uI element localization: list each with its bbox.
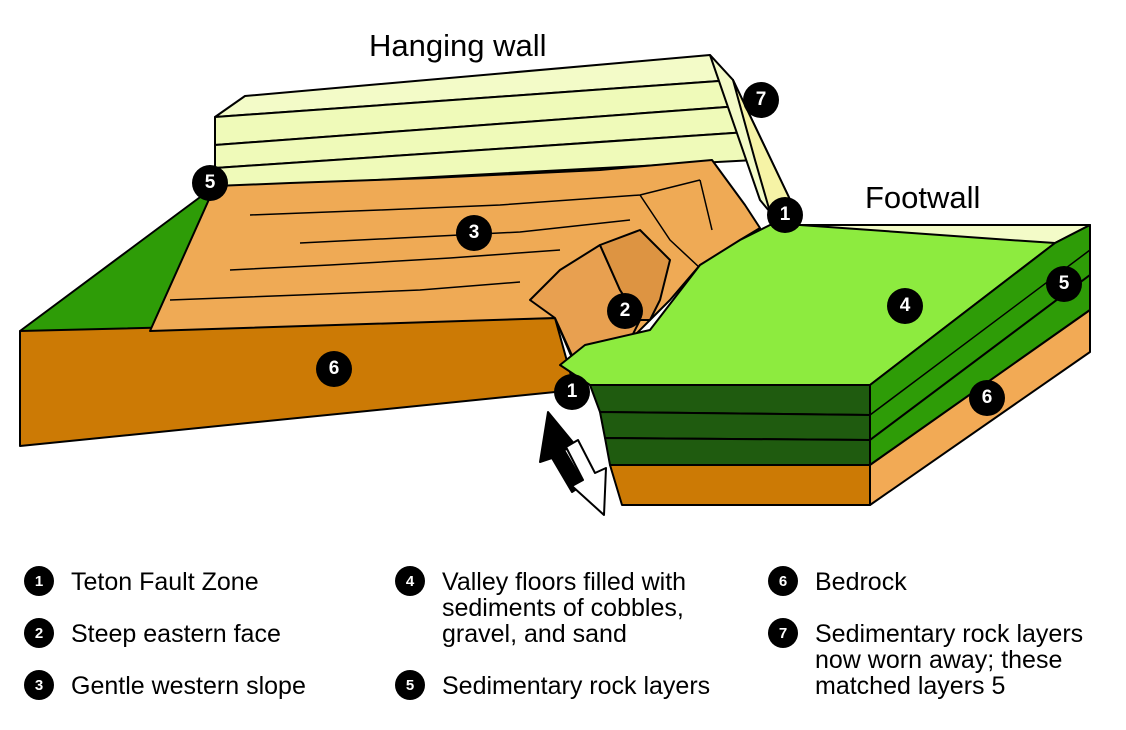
legend-badge: 2 [24, 618, 54, 648]
legend-badge: 4 [395, 566, 425, 596]
worn-layers-block [214, 54, 796, 213]
footwall-block [559, 224, 1091, 506]
fault-motion-arrows [539, 411, 607, 516]
marker-6-right: 6 [969, 380, 1005, 416]
marker-5-right: 5 [1046, 266, 1082, 302]
legend-line: Valley floors filled with [442, 568, 687, 596]
marker-4: 4 [887, 288, 923, 324]
legend-text: Sedimentary rock layers [442, 672, 711, 700]
marker-3: 3 [456, 215, 492, 251]
legend-text: Gentle western slope [71, 672, 306, 700]
fault-block-diagram [19, 54, 1091, 516]
legend-line: matched layers 5 [815, 672, 1006, 700]
marker-1-top: 1 [767, 197, 803, 233]
legend-badge: 7 [768, 618, 798, 648]
legend-badge: 1 [24, 566, 54, 596]
legend-line: gravel, and sand [442, 620, 627, 648]
marker-5-left: 5 [192, 165, 228, 201]
legend-line: Sedimentary rock layers [815, 620, 1084, 648]
legend-item-4: 4 Valley floors filled with sediments of… [395, 566, 686, 647]
marker-6-left: 6 [316, 351, 352, 387]
legend-text: Steep eastern face [71, 620, 281, 648]
legend-text: Bedrock [815, 568, 907, 596]
hanging-wall-label: Hanging wall [369, 28, 547, 63]
legend-item-6: 6 Bedrock [768, 566, 907, 596]
marker-1-bottom: 1 [554, 374, 590, 410]
legend-text: Teton Fault Zone [71, 568, 259, 596]
marker-7: 7 [743, 82, 779, 118]
legend-item-2: 2 Steep eastern face [24, 618, 281, 648]
legend-text: Valley floors filled with sediments of c… [442, 569, 686, 647]
legend-line: now worn away; these [815, 646, 1063, 674]
legend-badge: 3 [24, 670, 54, 700]
legend-item-5: 5 Sedimentary rock layers [395, 670, 710, 700]
down-arrow-icon [565, 439, 607, 516]
legend-badge: 6 [768, 566, 798, 596]
marker-2: 2 [607, 293, 643, 329]
legend-text: Sedimentary rock layers now worn away; t… [815, 621, 1083, 699]
legend-item-3: 3 Gentle western slope [24, 670, 306, 700]
legend-line: sediments of cobbles, [442, 594, 684, 622]
footwall-label: Footwall [865, 180, 981, 215]
legend-badge: 5 [395, 670, 425, 700]
legend-item-1: 1 Teton Fault Zone [24, 566, 259, 596]
legend-item-7: 7 Sedimentary rock layers now worn away;… [768, 618, 1083, 699]
